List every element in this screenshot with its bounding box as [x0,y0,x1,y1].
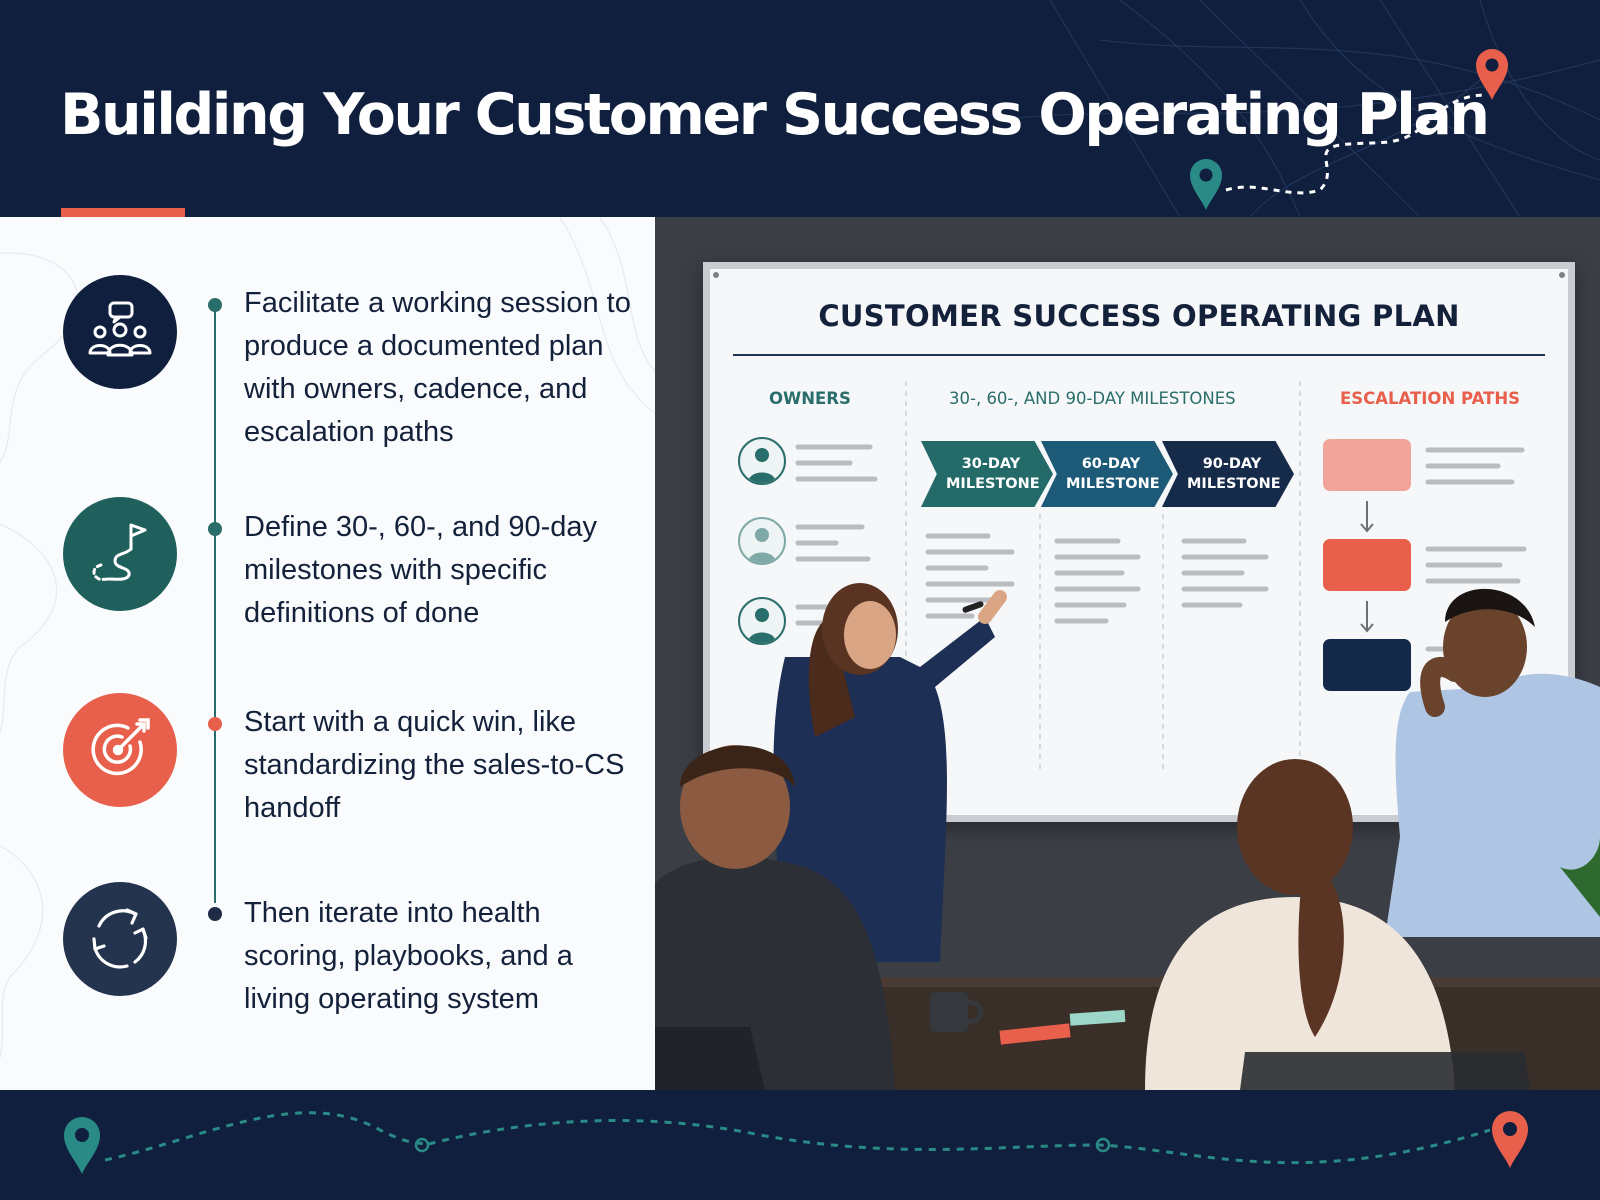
owner-avatar-icon [738,597,786,645]
contour-line-decor [0,217,655,1059]
milestone-chevron-30: 30-DAY MILESTONE [921,441,1053,507]
timeline-dot [208,522,222,536]
escalation-box-level-3 [1323,639,1411,691]
board-column-dividers [713,272,1565,815]
meeting-group-icon [63,275,177,389]
page-title: Building Your Customer Success Operating… [60,82,1490,148]
milestone-path-flag-icon [63,497,177,611]
header-banner: Building Your Customer Success Operating… [0,0,1600,217]
escalation-box-level-1 [1323,439,1411,491]
step-text-2: Define 30-, 60-, and 90-day milestones w… [244,511,598,629]
teal-map-pin-icon [1188,156,1224,217]
steps-panel: Facilitate a working session to produce … [0,217,655,1090]
owners-heading: OWNERS [769,389,851,408]
timeline-dot [208,907,222,921]
iterate-cycle-icon [63,882,177,996]
teal-map-pin-icon [62,1114,102,1181]
target-arrow-icon [63,693,177,807]
owner-avatar-icon [738,517,786,565]
timeline-connector [214,305,216,903]
timeline-dot [208,717,222,731]
whiteboard-divider [733,354,1545,356]
footer-banner [0,1090,1600,1200]
milestone-chevron-60: 60-DAY MILESTONE [1041,441,1173,507]
milestone-chevron-90: 90-DAY MILESTONE [1162,441,1294,507]
coral-map-pin-icon [1490,1108,1530,1175]
owner-avatar-icon [738,437,786,485]
route-path-decor [104,1111,1491,1165]
whiteboard-title: CUSTOMER SUCCESS OPERATING PLAN [818,299,1460,333]
meeting-participants-illustration [655,583,1600,1090]
coral-map-pin-icon [1474,46,1510,107]
title-accent-bar [61,208,185,217]
step-text-4: Then iterate into health scoring, playbo… [244,897,573,1015]
escalation-heading: ESCALATION PATHS [1340,389,1521,408]
milestones-heading: 30-, 60-, AND 90-DAY MILESTONES [949,389,1236,408]
timeline-dot [208,298,222,312]
step-text-1: Facilitate a working session to produce … [244,287,631,448]
whiteboard: CUSTOMER SUCCESS OPERATING PLAN OWNERS 3… [703,262,1575,822]
step-text-3: Start with a quick win, like standardizi… [244,706,625,824]
team-planning-photo: CUSTOMER SUCCESS OPERATING PLAN OWNERS 3… [655,217,1600,1090]
map-background-decor [999,0,1600,217]
escalation-box-level-2 [1323,539,1411,591]
